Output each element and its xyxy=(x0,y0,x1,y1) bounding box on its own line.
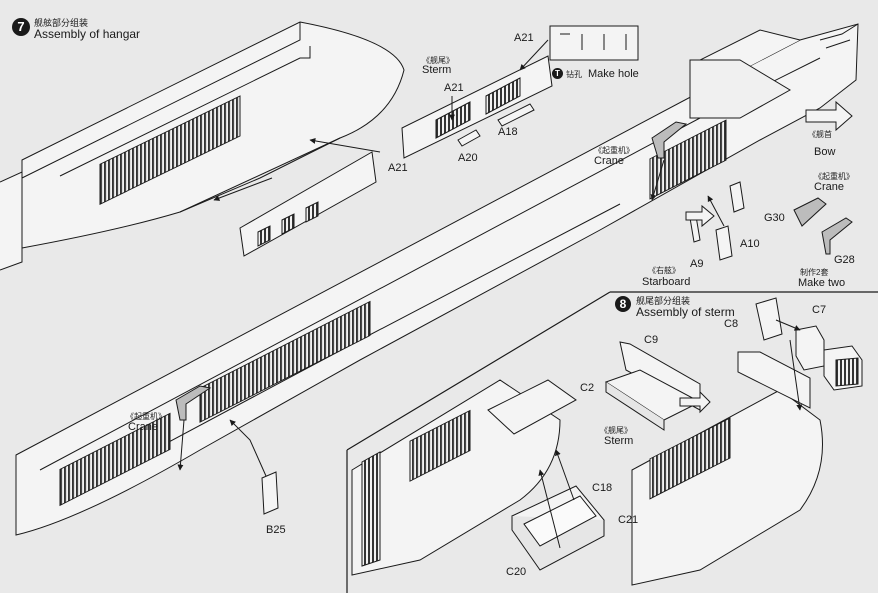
label-a10: A10 xyxy=(740,238,760,250)
label-c2: C2 xyxy=(580,382,595,394)
make-two-label: Make two xyxy=(798,277,846,289)
assembly-arrows-step7 xyxy=(177,39,725,477)
step8-arrow xyxy=(679,390,711,414)
label-c21: C21 xyxy=(618,514,639,526)
main-hull xyxy=(15,23,859,536)
crane-parts xyxy=(175,121,853,421)
part-a21-upper xyxy=(401,25,639,159)
label-a21-top: A21 xyxy=(514,32,534,44)
step8-sterm-zh: 《舰尾》 xyxy=(600,426,632,435)
label-a18: A18 xyxy=(498,126,518,138)
step-8-badge: 8 xyxy=(615,296,631,312)
bow-direction-arrow xyxy=(805,100,853,132)
label-b25: B25 xyxy=(266,524,286,536)
crane-mid-zh: 《起重机》 xyxy=(594,146,634,155)
label-a21-side: A21 xyxy=(388,162,408,174)
label-c20: C20 xyxy=(506,566,527,578)
bow-zh: 《舰首 xyxy=(808,130,832,139)
stern-hull-right xyxy=(631,351,823,586)
crane-right-label: Crane xyxy=(814,181,844,193)
assembly-arrows-step8 xyxy=(538,319,803,549)
parts-c18-c21-c20 xyxy=(511,485,605,571)
crane-mid-label: Crane xyxy=(594,155,624,167)
sterm-label: Sterm xyxy=(422,64,452,76)
parts-c9-c2 xyxy=(604,341,702,431)
starboard-arrow xyxy=(685,204,715,228)
label-a20: A20 xyxy=(458,152,478,164)
label-a9: A9 xyxy=(690,258,704,270)
starboard-label: Starboard xyxy=(642,276,691,288)
label-c18: C18 xyxy=(592,482,613,494)
step-7-badge: 7 xyxy=(12,18,30,36)
bow-label: Bow xyxy=(814,146,836,158)
step-7-title-zh: 舰舷部分组装 xyxy=(34,18,89,28)
step-7-title: Assembly of hangar xyxy=(34,27,141,41)
label-a21-mid: A21 xyxy=(444,82,464,94)
parts-c8-c7 xyxy=(755,297,863,391)
starboard-zh: 《右舷》 xyxy=(648,266,680,275)
make-hole-label: Make hole xyxy=(588,68,639,80)
make-hole-zh: 钻孔 xyxy=(566,70,582,79)
crane-left-zh: 《起重机》 xyxy=(126,412,166,421)
part-a21-side xyxy=(239,151,377,257)
step8-sterm-label: Sterm xyxy=(604,435,634,447)
stern-hull-left xyxy=(351,379,577,576)
make-hole-icon: T xyxy=(552,68,563,79)
step-8-title-zh: 舰尾部分组装 xyxy=(636,296,691,306)
upper-hull xyxy=(0,21,405,271)
sterm-zh: 《舰尾》 xyxy=(422,56,454,65)
label-c7: C7 xyxy=(812,304,827,316)
part-a9-a10 xyxy=(689,181,745,261)
label-g28: G28 xyxy=(834,254,855,266)
crane-left-label: Crane xyxy=(128,421,158,433)
label-c8: C8 xyxy=(724,318,739,330)
step-8-title: Assembly of sterm xyxy=(636,305,735,319)
part-a18-a20 xyxy=(457,103,535,147)
crane-right-zh: 《起重机》 xyxy=(814,172,854,181)
label-c9: C9 xyxy=(644,334,659,346)
part-b25 xyxy=(261,471,279,515)
make-two-zh: 制作2套 xyxy=(800,268,829,277)
label-g30: G30 xyxy=(764,212,785,224)
step8-frame xyxy=(346,291,878,593)
